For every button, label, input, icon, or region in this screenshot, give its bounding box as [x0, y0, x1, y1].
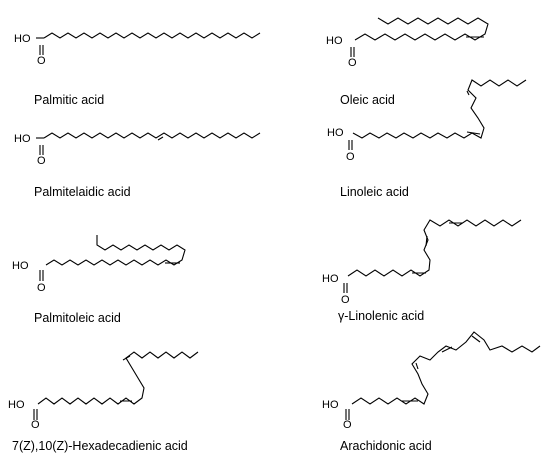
- arachidonic-acid-structure: HO O: [322, 331, 541, 431]
- hydroxyl-label: HO: [12, 260, 29, 272]
- carbonyl-oxygen-label: O: [341, 294, 350, 306]
- hydroxyl-label: HO: [326, 35, 343, 47]
- caption-palmitic-acid: Palmitic acid: [34, 93, 104, 107]
- palmitic-acid-structure: HO O: [14, 32, 261, 67]
- carbonyl-oxygen-label: O: [346, 151, 355, 163]
- hexadecadienic-acid-structure: HO O: [8, 351, 199, 431]
- gamma-linolenic-acid-structure: HO O: [322, 219, 522, 306]
- caption-linoleic-acid: Linoleic acid: [340, 185, 409, 199]
- hydroxyl-label: HO: [322, 399, 339, 411]
- carbonyl-oxygen-label: O: [343, 419, 352, 431]
- caption-palmitoleic-acid: Palmitoleic acid: [34, 311, 121, 325]
- carbonyl-oxygen-label: O: [37, 282, 46, 294]
- caption-palmitelaidic-acid: Palmitelaidic acid: [34, 185, 131, 199]
- palmitelaidic-acid-structure: HO O: [14, 132, 261, 167]
- carbonyl-oxygen-label: O: [348, 57, 357, 69]
- caption-gamma-linolenic-acid: γ-Linolenic acid: [338, 309, 424, 323]
- hydroxyl-label: HO: [322, 273, 339, 285]
- oleic-acid-structure: HO O: [326, 17, 489, 69]
- carbonyl-oxygen-label: O: [37, 155, 46, 167]
- caption-hexadecadienic-acid: 7(Z),10(Z)-Hexadecadienic acid: [12, 439, 188, 453]
- caption-oleic-acid: Oleic acid: [340, 93, 395, 107]
- hydroxyl-label: HO: [14, 33, 31, 45]
- carbonyl-oxygen-label: O: [31, 419, 40, 431]
- hydroxyl-label: HO: [327, 127, 344, 139]
- carbonyl-oxygen-label: O: [37, 55, 46, 67]
- linoleic-acid-structure: HO O: [327, 79, 527, 163]
- hydroxyl-label: HO: [14, 133, 31, 145]
- caption-arachidonic-acid: Arachidonic acid: [340, 439, 432, 453]
- palmitoleic-acid-structure: HO O: [12, 235, 186, 294]
- hydroxyl-label: HO: [8, 399, 25, 411]
